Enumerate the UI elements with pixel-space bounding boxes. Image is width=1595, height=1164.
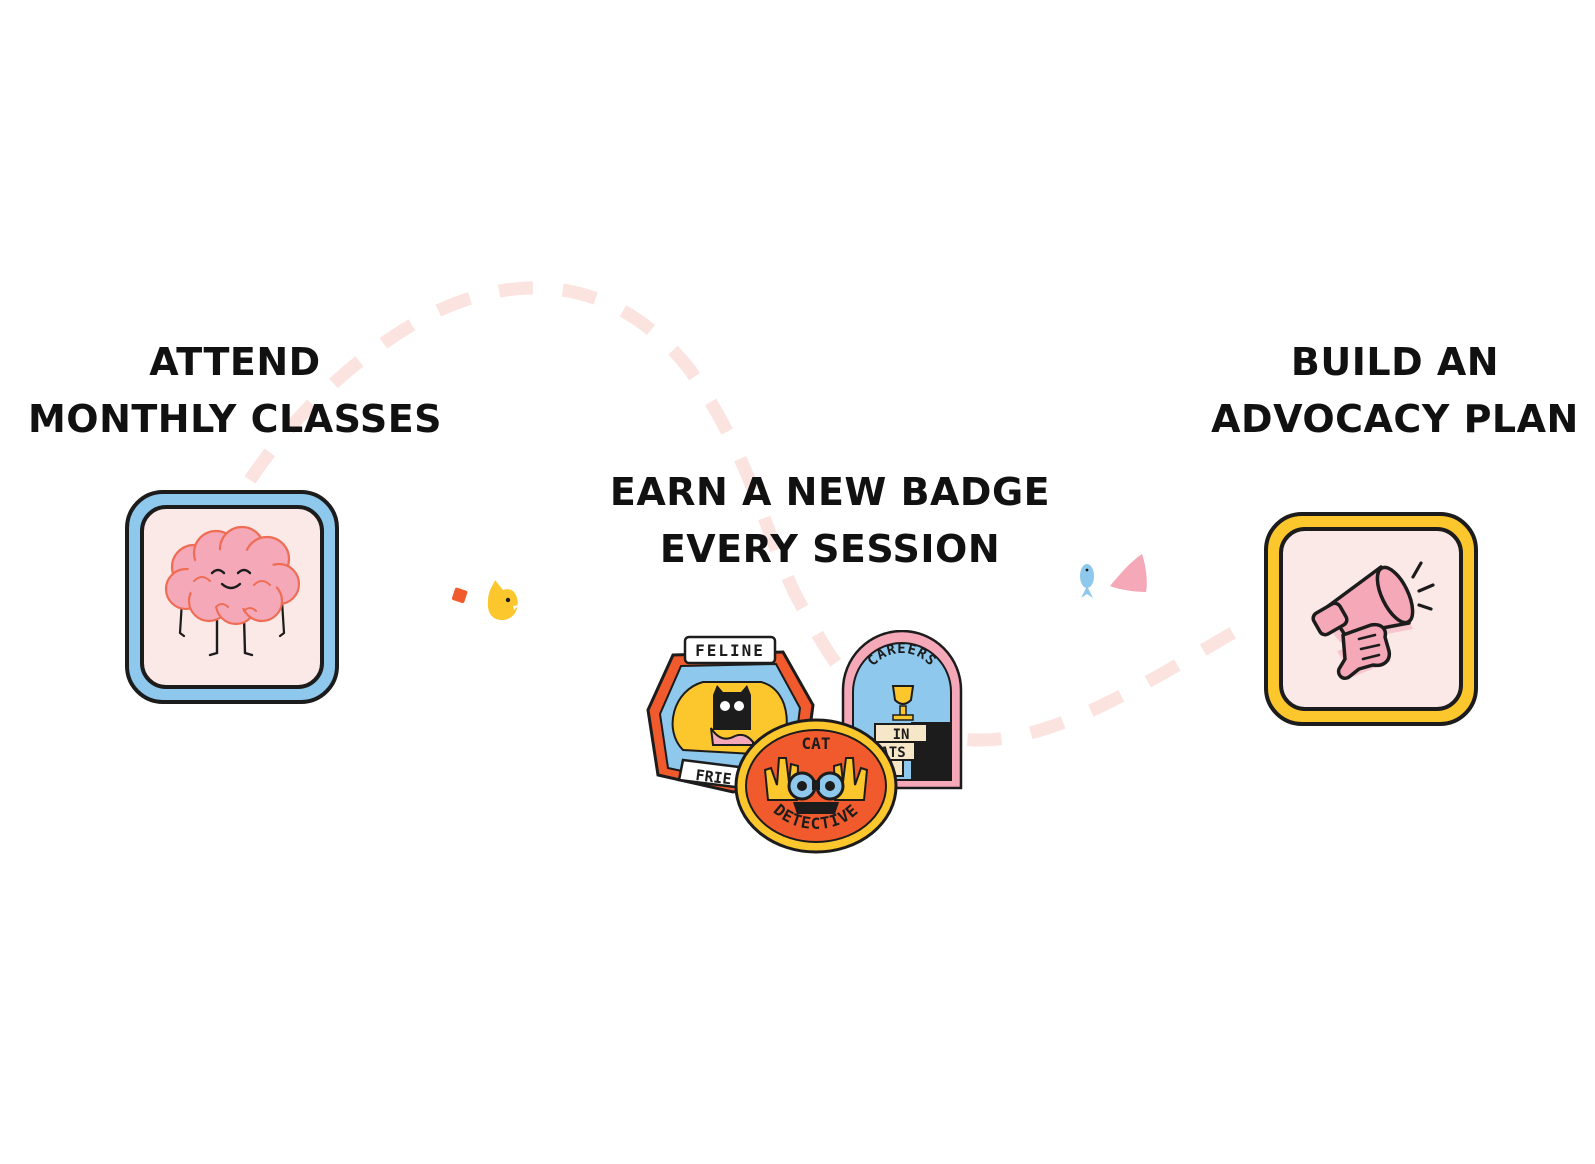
badges-illustration: FELINE FRIE CAREERS IN ATS bbox=[646, 630, 963, 854]
feline-badge-bottom-text: FRIE bbox=[695, 766, 733, 788]
megaphone-tile bbox=[1263, 511, 1479, 727]
step-build-title-line2: ADVOCACY PLAN bbox=[1211, 397, 1579, 441]
step-earn-title: EARN A NEW BADGE EVERY SESSION bbox=[585, 464, 1075, 578]
cat-detective-badge: CAT DETECTIVE bbox=[734, 718, 898, 854]
step-earn-title-line1: EARN A NEW BADGE bbox=[609, 470, 1051, 514]
brain-tile bbox=[124, 489, 340, 705]
triangle-shape bbox=[1108, 552, 1150, 594]
badges-cluster: FELINE FRIE CAREERS IN ATS bbox=[643, 630, 973, 860]
square-shape bbox=[450, 586, 470, 606]
step-attend-title: ATTEND MONTHLY CLASSES bbox=[0, 334, 470, 448]
step-build-title: BUILD AN ADVOCACY PLAN bbox=[1195, 334, 1595, 448]
feline-badge-top-text: FELINE bbox=[695, 641, 765, 660]
fish-icon bbox=[1077, 562, 1097, 600]
cat-head-icon bbox=[483, 578, 521, 622]
detective-badge-top-text: CAT bbox=[802, 734, 831, 753]
brain-icon bbox=[125, 490, 339, 704]
step-earn-title-line2: EVERY SESSION bbox=[659, 527, 1001, 571]
step-attend-title-line1: ATTEND bbox=[149, 340, 321, 384]
megaphone-icon bbox=[1264, 512, 1478, 726]
step-attend-title-line2: MONTHLY CLASSES bbox=[27, 397, 443, 441]
careers-badge-line1: IN bbox=[893, 727, 910, 743]
step-build-title-line1: BUILD AN bbox=[1290, 340, 1500, 384]
